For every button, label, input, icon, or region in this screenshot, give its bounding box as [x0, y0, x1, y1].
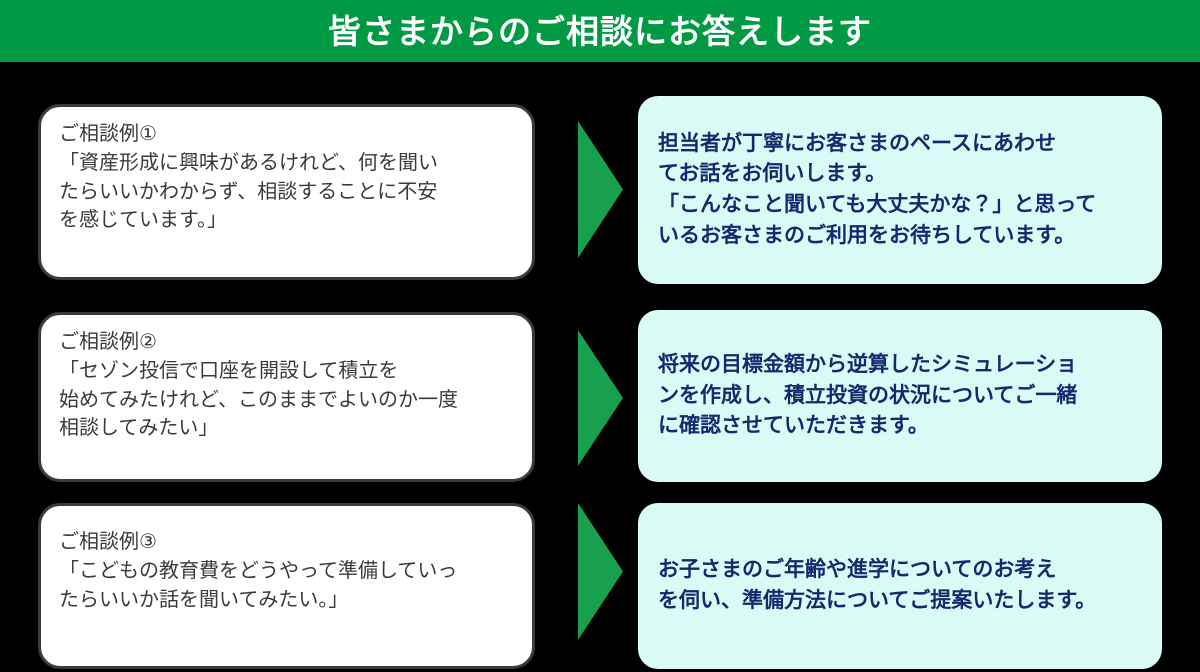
question-body-1: ご相談例① 「資産形成に興味があるけれど、何を聞い たらいいかわからず、相談する…	[41, 120, 532, 265]
answer-text-2: 将来の目標金額から逆算したシミュレーショ ンを作成し、積立投資の状況についてご一…	[658, 353, 1078, 438]
question-text-3: 「こどもの教育費をどうやって準備していっ たらいいか話を聞いてみたい。」	[59, 560, 458, 611]
question-body-3: ご相談例③ 「こどもの教育費をどうやって準備していっ たらいいか話を聞いてみたい…	[41, 528, 532, 644]
consultation-row-3: ご相談例③ 「こどもの教育費をどうやって準備していっ たらいいか話を聞いてみたい…	[0, 503, 1200, 669]
answer-card-3: お子さまのご年齢や進学についてのお考え を伺い、準備方法についてご提案いたします…	[638, 503, 1162, 669]
answer-text-1: 担当者が丁寧にお客さまのペースにあわせ てお話をお伺いします。 「こんなこと聞い…	[658, 131, 1097, 247]
right-triangle-arrow-icon-2	[578, 330, 623, 466]
question-card-1: ご相談例① 「資産形成に興味があるけれど、何を聞い たらいいかわからず、相談する…	[38, 104, 535, 280]
right-triangle-arrow-icon-1	[578, 121, 623, 258]
answer-card-1: 担当者が丁寧にお客さまのペースにあわせ てお話をお伺いします。 「こんなこと聞い…	[638, 96, 1162, 284]
header-banner: 皆さまからのご相談にお答えします	[0, 0, 1200, 62]
right-triangle-arrow-icon-3	[578, 503, 623, 640]
question-body-2: ご相談例② 「セゾン投信で口座を開設して積立を 始めてみたけれど、このままでよい…	[41, 328, 532, 467]
question-label-2: ご相談例②	[59, 330, 157, 353]
consultation-row-2: ご相談例② 「セゾン投信で口座を開設して積立を 始めてみたけれど、このままでよい…	[0, 310, 1200, 482]
consultation-row-1: ご相談例① 「資産形成に興味があるけれど、何を聞い たらいいかわからず、相談する…	[0, 96, 1200, 284]
answer-text-3: お子さまのご年齢や進学についてのお考え を伺い、準備方法についてご提案いたします…	[658, 558, 1097, 612]
answer-card-2: 将来の目標金額から逆算したシミュレーショ ンを作成し、積立投資の状況についてご一…	[638, 310, 1162, 482]
question-label-3: ご相談例③	[59, 530, 157, 553]
question-card-2: ご相談例② 「セゾン投信で口座を開設して積立を 始めてみたけれど、このままでよい…	[38, 312, 535, 482]
question-label-1: ご相談例①	[59, 122, 157, 145]
page-title: 皆さまからのご相談にお答えします	[328, 12, 872, 50]
question-text-1: 「資産形成に興味があるけれど、何を聞い たらいいかわからず、相談することに不安 …	[59, 152, 438, 231]
question-text-2: 「セゾン投信で口座を開設して積立を 始めてみたけれど、このままでよいのか一度 相…	[59, 360, 458, 439]
question-card-3: ご相談例③ 「こどもの教育費をどうやって準備していっ たらいいか話を聞いてみたい…	[38, 503, 535, 669]
